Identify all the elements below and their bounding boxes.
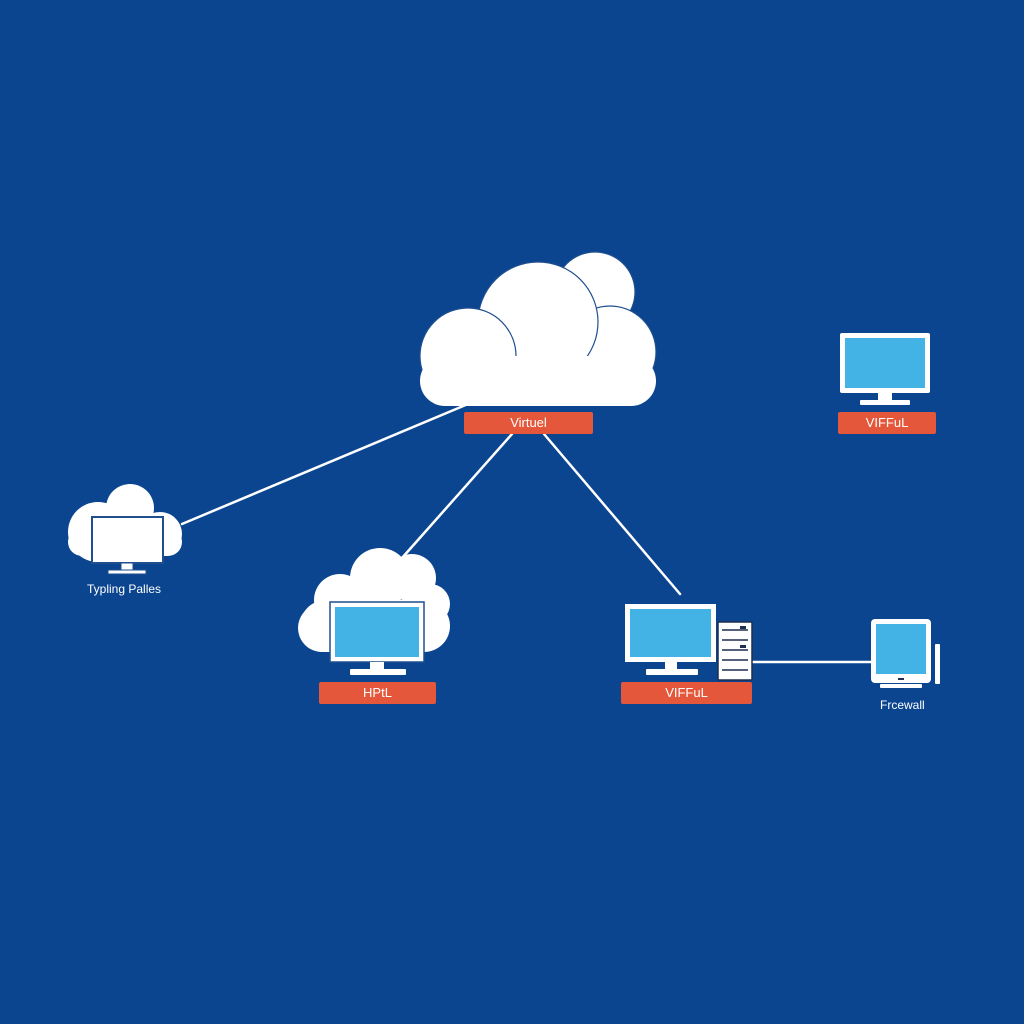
node-caption-firewall: Frcewall <box>880 698 925 712</box>
cloud-icon <box>419 251 657 406</box>
cloud-monitor-icon <box>68 484 182 575</box>
link-cloud-to-left <box>180 402 470 526</box>
node-label-right-workstation: VIFFuL <box>621 682 752 704</box>
monitor-icon <box>840 333 930 405</box>
server-icon <box>717 621 753 681</box>
node-label-cloud-main: Virtuel <box>464 412 593 434</box>
node-caption-left: Typling Palles <box>87 582 162 596</box>
node-label-top-right: VIFFuL <box>838 412 936 434</box>
link-cloud-to-middle <box>400 432 514 560</box>
monitor-server-icon <box>625 604 753 681</box>
cloud-monitor-icon <box>298 548 450 675</box>
tablet-icon <box>871 619 940 688</box>
link-cloud-to-workstation <box>542 432 682 596</box>
node-label-middle: HPtL <box>319 682 436 704</box>
